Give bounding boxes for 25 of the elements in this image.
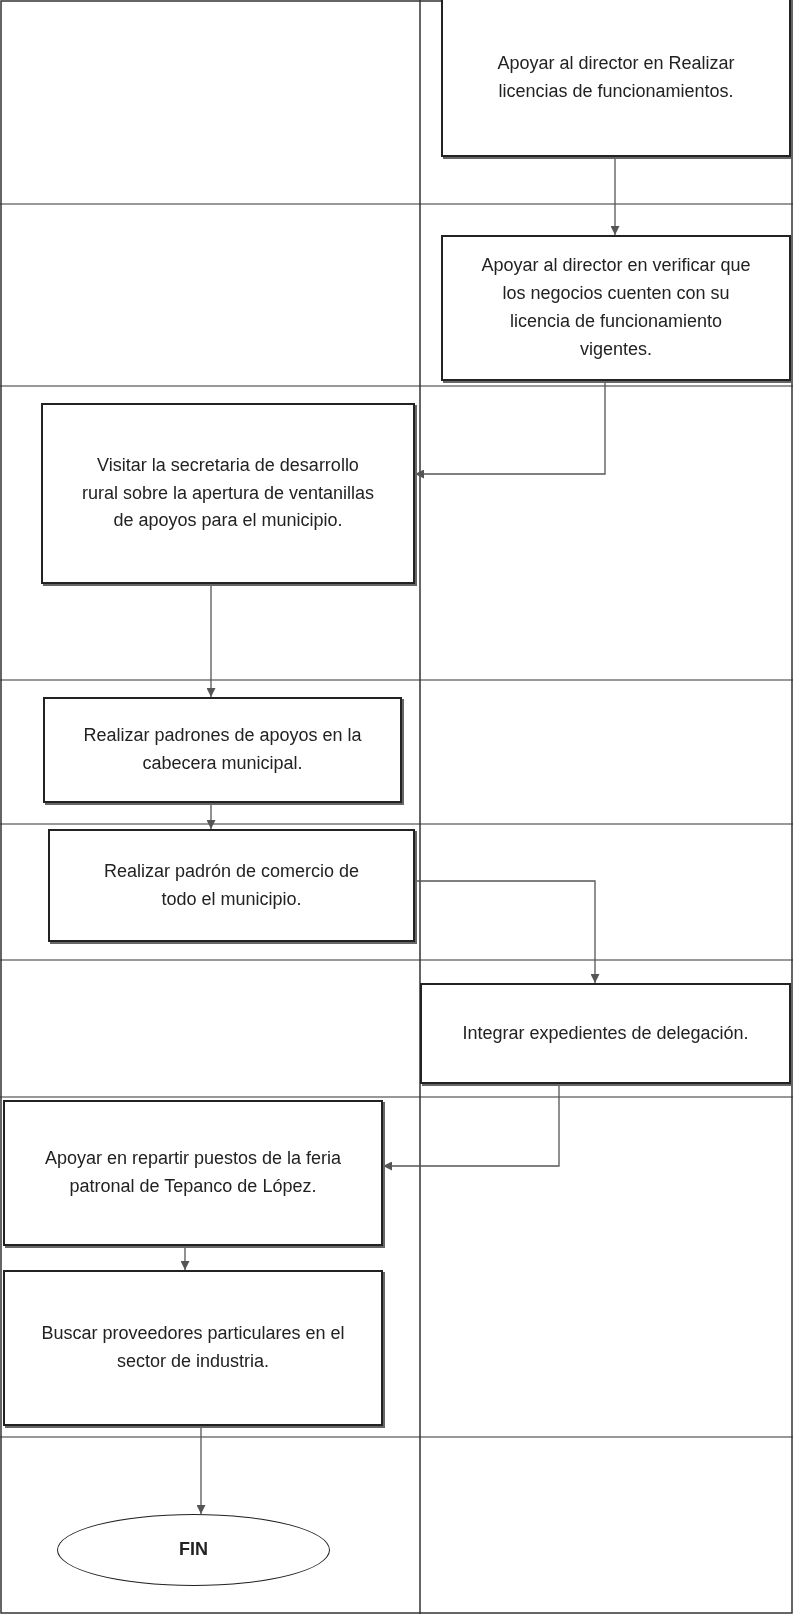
process-box (441, 0, 791, 157)
step-text: Apoyar en repartir puestos de la feria patronal de Tepanco de López. (43, 1147, 343, 1198)
step-text: Integrar expedientes de delegación. (462, 1021, 749, 1045)
step-text: Buscar proveedores particulares en el sector de industria. (40, 1322, 346, 1373)
process-box (43, 697, 402, 803)
process-box (420, 983, 791, 1084)
process-box (3, 1270, 383, 1426)
arrow (180, 1245, 190, 1271)
step-text: FIN (179, 1538, 208, 1562)
process-box (3, 1100, 383, 1246)
process-box (41, 403, 415, 584)
arrow (382, 1083, 560, 1171)
process-box (441, 235, 791, 381)
arrow (206, 583, 216, 698)
arrow (414, 380, 606, 479)
arrow (196, 1425, 206, 1515)
step-text: Apoyar al director en Realizar licencias de funcionamientos. (496, 51, 736, 103)
arrow (206, 802, 216, 830)
arrow (414, 880, 600, 984)
step-text: Apoyar al director en verificar que los negocios cuenten con su licencia de funcionamiento vigentes. (480, 254, 752, 361)
step-text: Visitar la secretaria de desarrollo rural sobre la apertura de ventanillas de apoyos para el municipio. (80, 453, 376, 533)
step-text: Realizar padrón de comercio de todo el municipio. (102, 859, 361, 911)
step-text: Realizar padrones de apoyos en la cabecera municipal. (82, 724, 363, 775)
process-box (48, 829, 415, 942)
arrow (610, 156, 620, 236)
